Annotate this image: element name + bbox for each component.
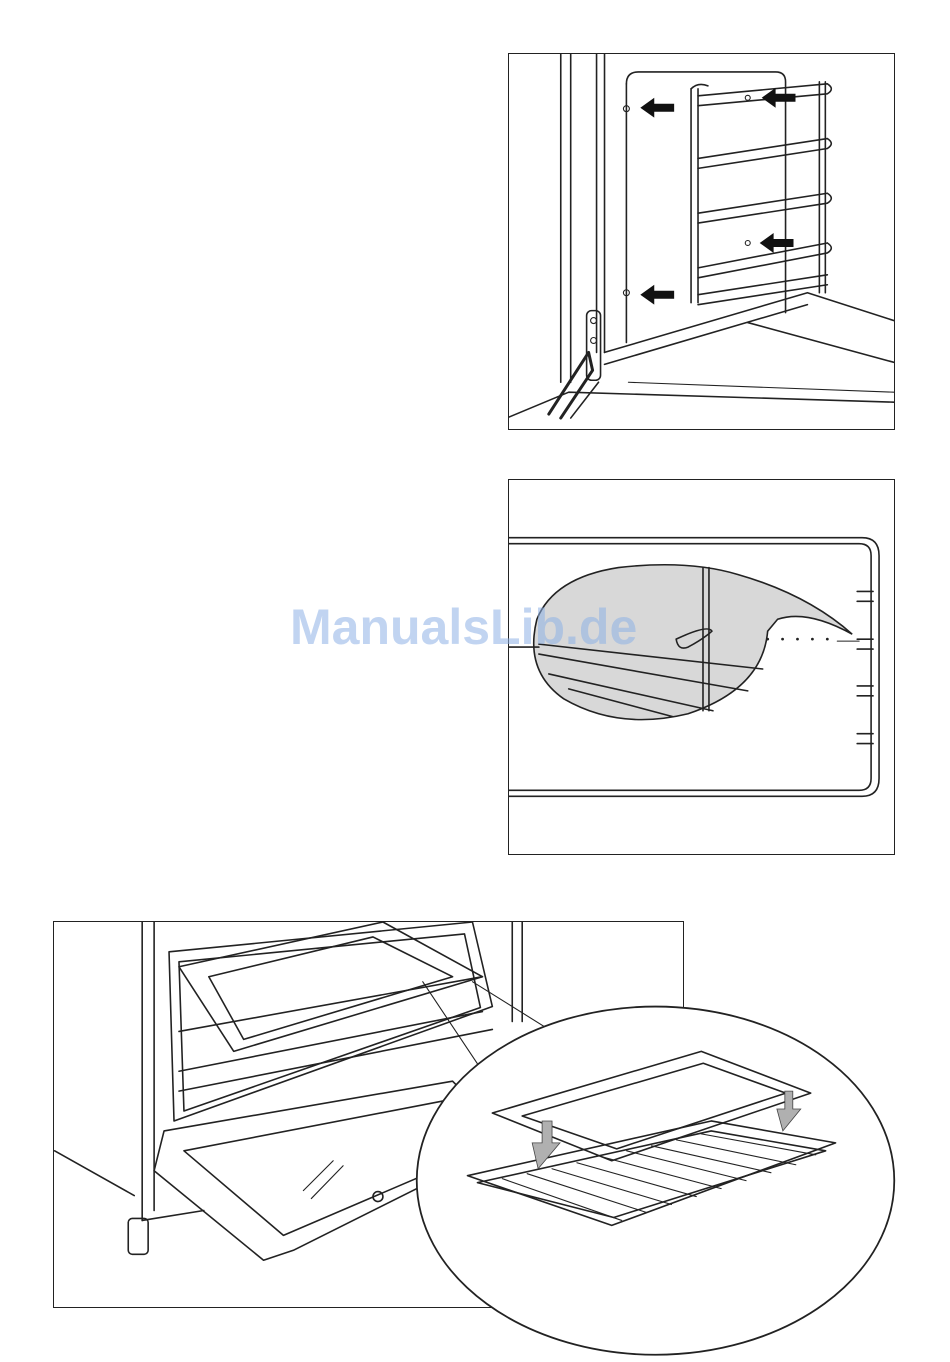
figure-shelf-runner-detail [508, 479, 895, 855]
arrow-left-icon [640, 88, 795, 305]
shelf-rails [698, 82, 831, 305]
door-hinge [549, 311, 601, 418]
oven-tray-on-grid-icon [54, 922, 683, 1307]
magnified-tray-grid [417, 1007, 895, 1355]
figure-side-runner-removal [508, 53, 895, 430]
figure-tray-on-grid [53, 921, 684, 1308]
magnified-detail [509, 565, 859, 720]
oven-side-rack-arrows-icon [509, 54, 894, 429]
oven-shelf-runner-detail-icon [509, 480, 894, 854]
